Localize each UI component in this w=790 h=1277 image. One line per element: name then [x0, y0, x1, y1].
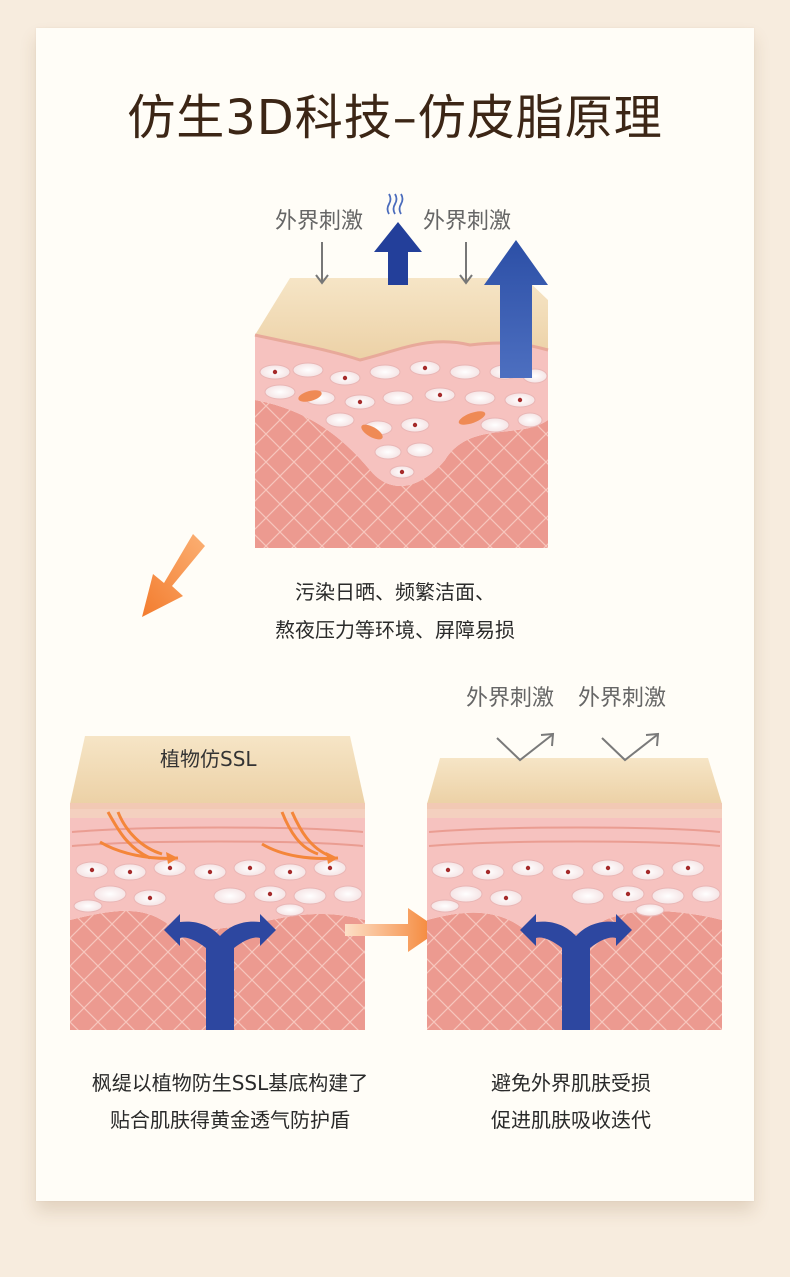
epidermis-cells: [430, 859, 721, 917]
stratum-corneum-layer: [427, 758, 722, 804]
bl-caption-line1: 枫缇以植物防生SSL基底构建了: [91, 1071, 369, 1095]
br-caption-line1: 避免外界肌肤受损: [491, 1071, 651, 1095]
moisture-escape-arrow: [374, 222, 422, 285]
water-loss-arrow: [484, 240, 548, 378]
steam-icon: [386, 193, 404, 215]
br-caption-line2: 促进肌肤吸收迭代: [491, 1108, 651, 1132]
healthy-skin-diagram: [427, 732, 722, 1030]
moisture-lock-arrow: [164, 914, 276, 1030]
epidermis-cells: [259, 360, 548, 479]
ssl-layer-label: 植物仿SSL: [160, 747, 257, 771]
stratum-corneum-layer: [255, 278, 548, 360]
top-caption-line2: 熬夜压力等环境、屏障易损: [275, 618, 515, 642]
top-caption-line1: 污染日晒、频繁洁面、: [295, 580, 495, 604]
ssl-layer: [70, 736, 365, 804]
transition-arrow-down-left: [142, 534, 205, 617]
stimulus-label-right: 外界刺激: [423, 209, 512, 234]
br-stimulus-label-left: 外界刺激: [466, 686, 555, 711]
damaged-skin-diagram: [254, 193, 549, 548]
orange-cells: [298, 390, 486, 440]
transition-arrow-right: [345, 908, 440, 952]
moisture-lock-arrow: [520, 914, 632, 1030]
deflect-arrows: [496, 732, 660, 762]
protected-skin-diagram: [70, 736, 365, 1030]
stimulus-label-left: 外界刺激: [275, 209, 364, 234]
page-title: 仿生3D科技–仿皮脂原理: [127, 90, 663, 146]
bl-caption-line2: 贴合肌肤得黄金透气防护盾: [110, 1108, 350, 1132]
br-stimulus-label-right: 外界刺激: [578, 686, 667, 711]
stimulus-arrows: [315, 242, 473, 285]
